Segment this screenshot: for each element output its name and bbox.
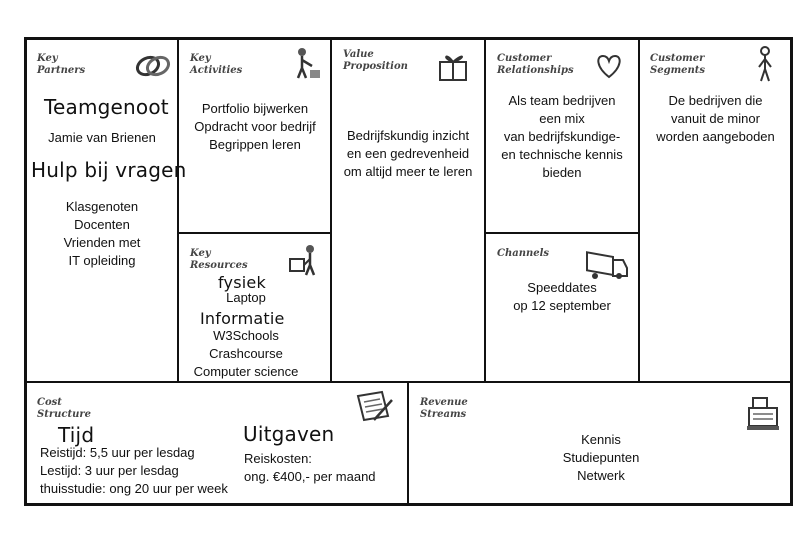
informatie-heading: Informatie — [200, 309, 285, 328]
forklift-worker-icon — [289, 245, 316, 276]
divider — [177, 37, 179, 382]
divider — [407, 381, 409, 506]
activities-list: Portfolio bijwerken Opdracht voor bedrij… — [194, 101, 316, 152]
fysiek-heading: fysiek — [218, 273, 266, 292]
person-icon — [758, 46, 772, 82]
value-list: Bedrijfskundig inzicht en een gedrevenhe… — [343, 128, 473, 179]
cash-register-icon — [747, 397, 779, 430]
channels-list: Speeddates op 12 september — [513, 280, 611, 313]
truck-icon — [586, 251, 628, 279]
divider — [177, 232, 332, 234]
segments-list: De bedrijven die vanuit de minor worden … — [656, 93, 775, 144]
divider — [638, 37, 640, 382]
time-cost-list: Reistijd: 5,5 uur per lesdag Lestijd: 3 … — [40, 445, 228, 496]
divider — [484, 37, 486, 382]
document-pen-icon — [356, 390, 393, 422]
resources-list: W3Schools Crashcourse Computer science — [193, 328, 299, 379]
revenue-list: Kennis Studiepunten Netwerk — [562, 432, 640, 483]
teamgenoot-heading: Teamgenoot — [44, 95, 169, 119]
relationships-list: Als team bedrijven een mix van bedrijfsk… — [501, 93, 623, 180]
block-title: Channels — [497, 248, 550, 259]
hulp-heading: Hulp bij vragen — [31, 158, 187, 182]
uitgaven-heading: Uitgaven — [243, 422, 335, 446]
partner-line: Jamie van Brienen — [48, 130, 156, 145]
gift-icon — [439, 55, 467, 81]
divider — [330, 37, 332, 382]
resource-line: Laptop — [226, 290, 266, 305]
chain-link-icon — [135, 55, 171, 77]
money-cost-list: Reiskosten: ong. €400,- per maand — [244, 451, 376, 484]
divider — [484, 232, 640, 234]
heart-icon — [597, 54, 621, 79]
partner-list: Klasgenoten Docenten Vrienden met IT opl… — [63, 199, 141, 268]
worker-icon — [296, 48, 320, 79]
tijd-heading: Tijd — [58, 423, 95, 447]
